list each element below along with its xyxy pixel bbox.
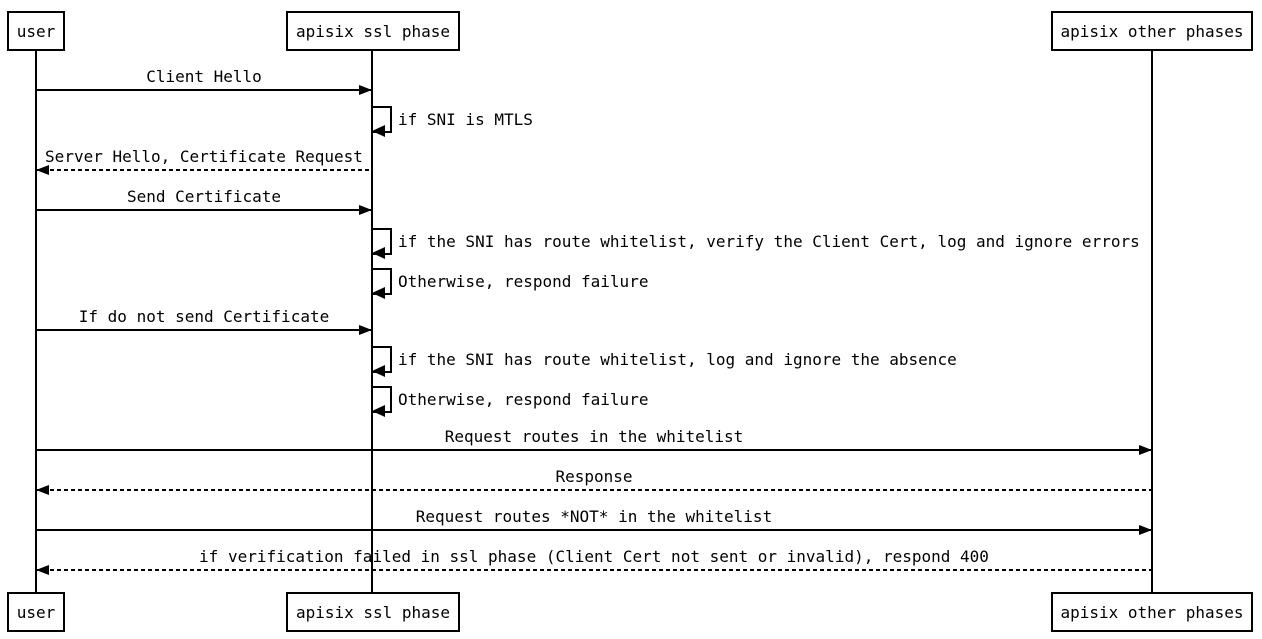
message-label: Otherwise, respond failure [398,390,649,409]
message-label: If do not send Certificate [78,307,330,326]
participant-label: user [16,21,56,41]
arrowhead-left-icon [36,565,49,575]
participant-label: apisix ssl phase [295,602,451,622]
arrowhead-right-icon [359,85,372,95]
message-label: Client Hello [146,67,262,86]
message-label: if verification failed in ssl phase (Cli… [199,547,989,566]
participant-label: apisix other phases [1060,21,1244,41]
message-label: Server Hello, Certificate Request [45,147,363,166]
participant-other-phases-bottom: apisix other phases [1051,592,1253,632]
participant-label: apisix ssl phase [295,21,451,41]
participant-other-phases-top: apisix other phases [1051,11,1253,51]
lifeline-ssl-phase [371,51,373,592]
arrowhead-right-icon [359,205,372,215]
message-line [36,449,1152,451]
message-line [36,89,372,91]
message-label: Otherwise, respond failure [398,272,649,291]
lifeline-other-phases [1151,51,1153,592]
message-line [36,489,1152,491]
message-line [36,209,372,211]
arrowhead-right-icon [1139,525,1152,535]
message-line [36,169,372,171]
arrowhead-left-icon [372,287,385,299]
arrowhead-left-icon [372,405,385,417]
participant-user-bottom: user [7,592,65,632]
arrowhead-left-icon [372,365,385,377]
message-label: if SNI is MTLS [398,110,533,129]
arrowhead-left-icon [36,165,49,175]
arrowhead-right-icon [359,325,372,335]
participant-ssl-phase-bottom: apisix ssl phase [286,592,460,632]
message-label: Send Certificate [126,187,282,206]
arrowhead-right-icon [1139,445,1152,455]
message-label: Response [555,467,633,486]
message-label: if the SNI has route whitelist, verify t… [398,232,1140,251]
message-line [36,569,1152,571]
arrowhead-left-icon [36,485,49,495]
participant-ssl-phase-top: apisix ssl phase [286,11,460,51]
participant-user-top: user [7,11,65,51]
arrowhead-left-icon [372,247,385,259]
message-label: Request routes *NOT* in the whitelist [415,507,773,526]
message-label: if the SNI has route whitelist, log and … [398,350,957,369]
lifeline-user [35,51,37,592]
participant-label: apisix other phases [1060,602,1244,622]
message-label: Request routes in the whitelist [444,427,744,446]
message-line [36,529,1152,531]
message-line [36,329,372,331]
participant-label: user [16,602,56,622]
arrowhead-left-icon [372,125,385,137]
